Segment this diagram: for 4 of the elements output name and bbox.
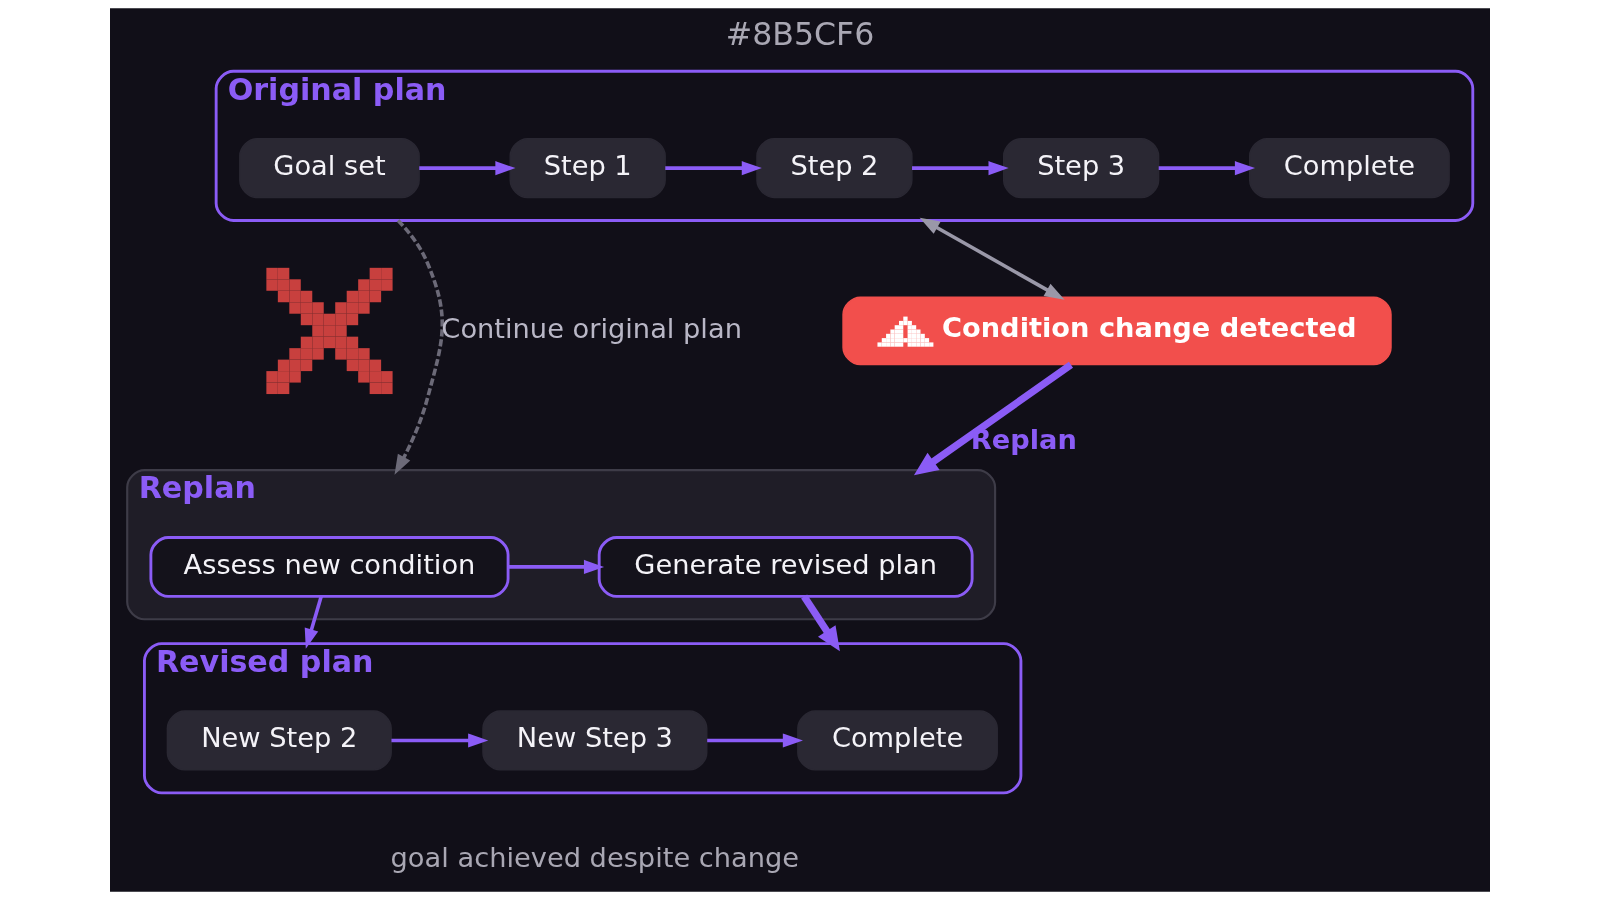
diagram-title: #8B5CF6 — [725, 15, 875, 52]
caption: goal achieved despite change — [390, 842, 800, 874]
edge-label: Replan — [970, 423, 1077, 455]
edge-label: Continue original plan — [441, 312, 742, 344]
